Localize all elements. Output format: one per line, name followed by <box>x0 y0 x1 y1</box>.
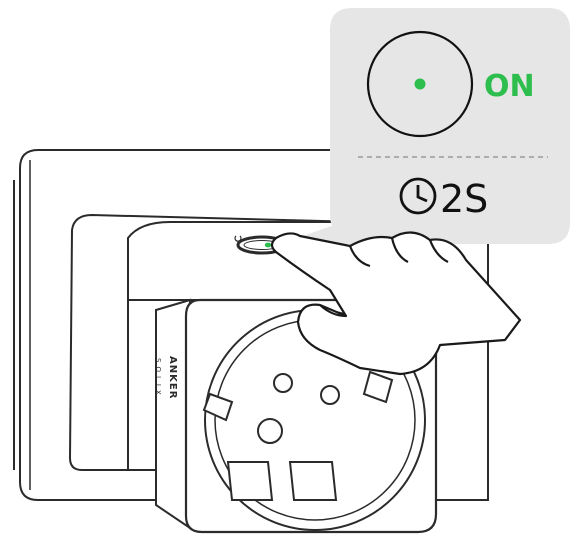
led-indicator <box>265 243 271 248</box>
duration-label: 2S <box>440 177 488 221</box>
power-indicator-dot <box>415 79 426 90</box>
socket-hole-top <box>274 374 292 392</box>
socket-hole-left <box>258 419 282 443</box>
socket-hole-right <box>321 386 339 404</box>
brand-name: ANKER <box>167 356 178 399</box>
brand-sub-name: SOLIX <box>154 358 162 399</box>
status-label: ON <box>484 69 535 104</box>
